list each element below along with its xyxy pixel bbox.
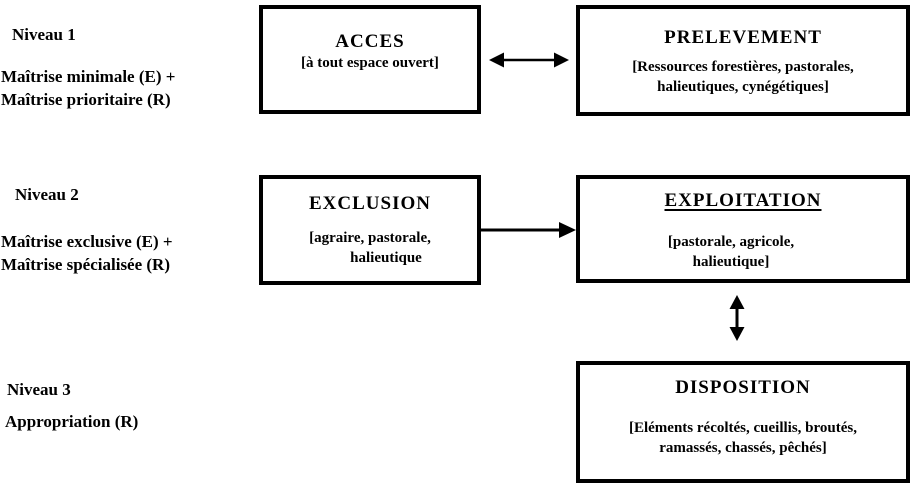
box-exploitation-subtitle-line-2: halieutique]: [692, 254, 770, 270]
level-2-desc-line-1: Maîtrise exclusive (E) +: [1, 232, 173, 251]
box-prelevement-subtitle: [Ressources forestières, pastorales, hal…: [580, 57, 906, 97]
box-exclusion-subtitle-line-1: [agraire, pastorale,: [309, 230, 431, 246]
level-2-title: Niveau 2: [15, 185, 79, 204]
level-1-title: Niveau 1: [12, 25, 76, 44]
level-3-description: Appropriation (R): [5, 410, 138, 433]
box-prelevement-title: PRELEVEMENT: [664, 27, 822, 48]
box-exploitation-title: EXPLOITATION: [664, 190, 822, 211]
box-disposition-subtitle-line-2: ramassés, chassés, pêchés]: [659, 440, 827, 456]
level-3-title: Niveau 3: [7, 380, 71, 399]
box-disposition: DISPOSITION [Eléments récoltés, cueillis…: [576, 361, 910, 483]
arrow-exclusion-exploitation-icon: [481, 222, 576, 238]
arrow-acces-prelevement-icon: [489, 52, 569, 68]
level-1-desc-line-2: Maîtrise prioritaire (R): [1, 90, 171, 109]
box-exclusion-subtitle: [agraire, pastorale, halieutique: [263, 228, 477, 268]
box-exclusion: EXCLUSION [agraire, pastorale, halieutiq…: [259, 175, 481, 285]
box-acces-subtitle: [à tout espace ouvert]: [263, 53, 477, 73]
box-acces-subtitle-line-1: [à tout espace ouvert]: [301, 55, 439, 71]
box-acces-title: ACCES: [335, 31, 405, 52]
level-3-desc-line-1: Appropriation (R): [5, 412, 139, 431]
box-prelevement-subtitle-line-1: [Ressources forestières, pastorales,: [632, 59, 854, 75]
box-disposition-subtitle: [Eléments récoltés, cueillis, broutés, r…: [580, 418, 906, 458]
box-exclusion-subtitle-line-2: halieutique: [350, 250, 422, 266]
box-exploitation: EXPLOITATION [pastorale, agricole, halie…: [576, 175, 910, 283]
arrow-exploitation-disposition-icon: [729, 295, 745, 341]
level-2-desc-line-2: Maîtrise spécialisée (R): [1, 255, 170, 274]
box-exclusion-title: EXCLUSION: [309, 193, 431, 214]
level-1-description: Maîtrise minimale (E) + Maîtrise priorit…: [1, 65, 175, 111]
box-exploitation-subtitle: [pastorale, agricole, halieutique]: [568, 232, 894, 272]
box-acces: ACCES [à tout espace ouvert]: [259, 5, 481, 114]
level-1-desc-line-1: Maîtrise minimale (E) +: [1, 67, 176, 86]
box-prelevement: PRELEVEMENT [Ressources forestières, pas…: [576, 5, 910, 116]
box-disposition-title: DISPOSITION: [675, 377, 811, 398]
box-disposition-subtitle-line-1: [Eléments récoltés, cueillis, broutés,: [628, 420, 857, 436]
box-prelevement-subtitle-line-2: halieutiques, cynégétiques]: [657, 79, 829, 95]
level-2-description: Maîtrise exclusive (E) + Maîtrise spécia…: [1, 230, 173, 276]
box-exploitation-subtitle-line-1: [pastorale, agricole,: [667, 234, 795, 250]
